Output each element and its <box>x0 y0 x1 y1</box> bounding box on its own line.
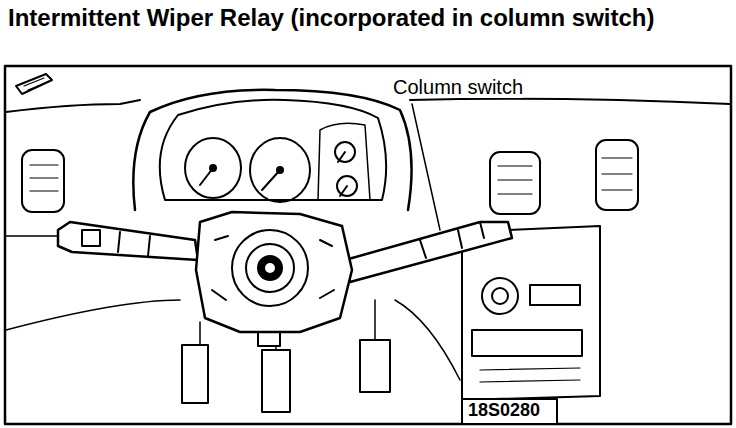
gauge-panel <box>318 123 370 200</box>
vent <box>16 74 52 94</box>
connector <box>258 332 280 346</box>
gauge <box>250 138 310 202</box>
pedal <box>360 340 390 392</box>
part-label: Column switch <box>393 76 523 98</box>
figure-number: 18S0280 <box>468 401 540 421</box>
side-vent <box>22 150 64 212</box>
small-gauge <box>335 142 355 162</box>
stalk-ring <box>420 222 484 258</box>
needle-hub <box>277 167 283 173</box>
clock-spring <box>232 230 308 306</box>
hub-hole <box>265 263 275 273</box>
label-slot: Column switch <box>393 76 523 98</box>
stalk-ring <box>118 232 150 256</box>
button <box>530 285 580 305</box>
vent-slats <box>30 165 58 191</box>
radio-buttons <box>480 368 580 382</box>
pedal-arm <box>374 300 376 340</box>
hub-centre <box>258 256 282 280</box>
wiper-stalk <box>58 222 198 260</box>
leader-line <box>412 104 440 230</box>
title: Intermittent Wiper Relay (incorporated i… <box>8 4 720 31</box>
vent-slats <box>498 166 532 194</box>
radio <box>472 330 582 356</box>
label-slot: 18S0280 <box>468 401 540 421</box>
vent-slats <box>602 158 632 190</box>
light-stalk <box>345 222 512 282</box>
column-switch-housing <box>196 212 352 332</box>
pedal <box>262 350 290 412</box>
vent-slats <box>24 78 48 90</box>
side-vent <box>490 152 540 214</box>
dash-edge <box>410 99 730 104</box>
dash-line <box>395 300 460 380</box>
needle <box>340 186 347 196</box>
hub <box>246 244 294 292</box>
small-gauge <box>337 176 357 196</box>
console <box>462 226 600 400</box>
gauge-face <box>160 100 386 200</box>
gauge <box>185 138 241 198</box>
pedal-arm <box>199 322 201 345</box>
side-vent <box>596 140 638 210</box>
figure-number-box <box>462 399 557 424</box>
cluster-hood <box>133 90 411 210</box>
title-slot: Intermittent Wiper Relay (incorporated i… <box>8 4 720 31</box>
knob <box>492 288 508 304</box>
needle-hub <box>210 165 216 171</box>
needle <box>262 170 280 190</box>
stalk-ring <box>82 230 100 246</box>
housing-detail <box>212 236 334 300</box>
needle <box>338 152 345 162</box>
knob <box>482 278 518 314</box>
dash-edge <box>6 100 140 112</box>
figure-frame <box>5 66 731 424</box>
pedal <box>182 345 208 403</box>
